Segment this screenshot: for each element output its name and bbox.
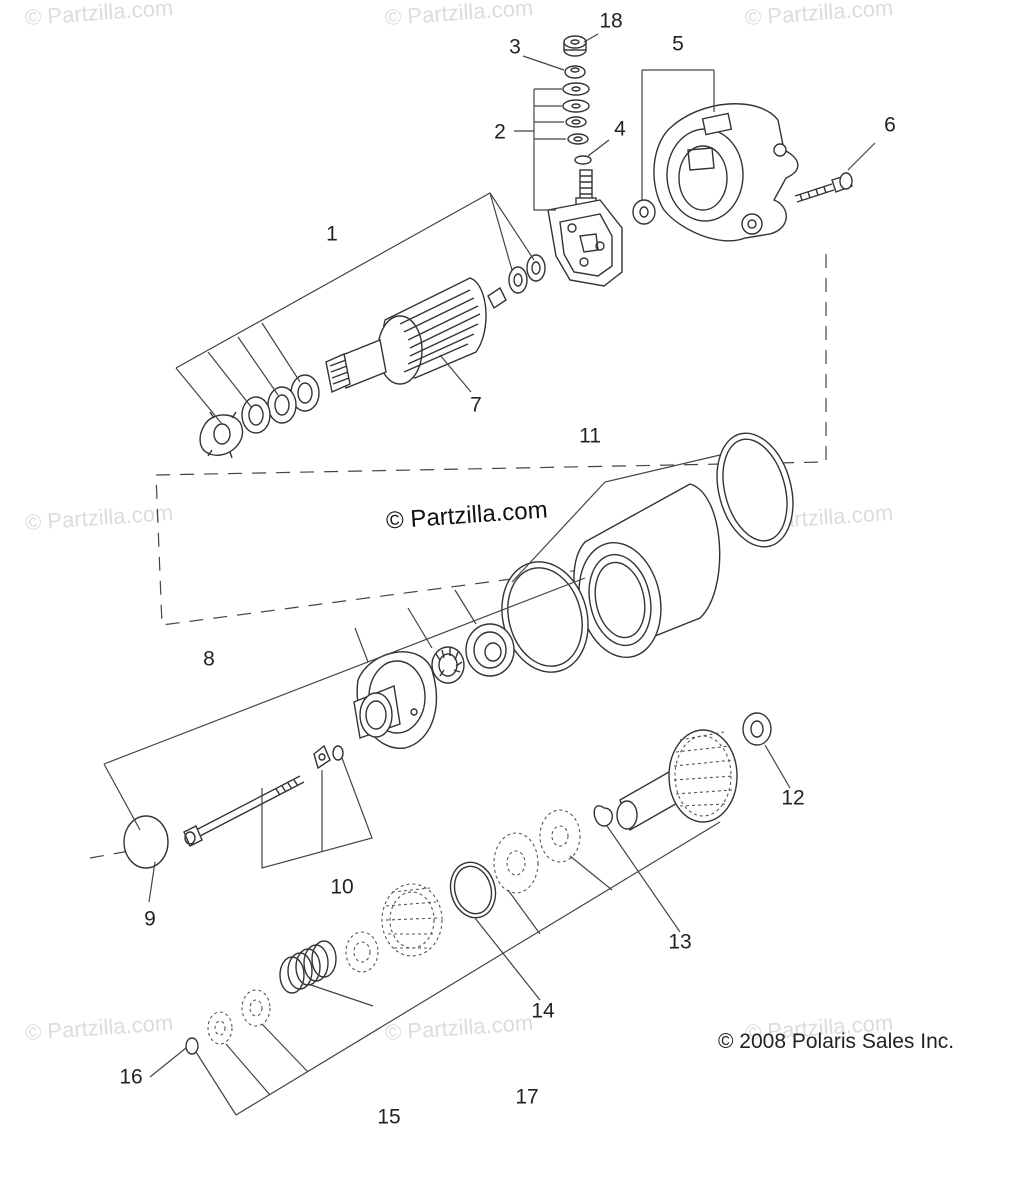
callout-8: 8: [203, 647, 215, 671]
callout-17: 17: [515, 1085, 539, 1109]
bearing: [465, 623, 515, 677]
callout-11: 11: [579, 424, 601, 448]
callout-16: 16: [119, 1065, 143, 1089]
washer-pair-upper: [508, 254, 546, 294]
washer-stack-lower: [241, 374, 320, 434]
callout-10: 10: [330, 875, 354, 899]
armature-7: [325, 277, 507, 393]
callout-15: 15: [377, 1105, 401, 1129]
callout-13: 13: [668, 930, 692, 954]
needle-bearing: [431, 646, 465, 684]
washer-12: [742, 712, 772, 746]
end-housing-5: [653, 103, 799, 242]
pinion-gear-shaft: [616, 729, 738, 832]
callout-6: 6: [884, 113, 896, 137]
snap-ring-14: [449, 861, 497, 919]
front-bracket-8: [353, 651, 438, 749]
callout-7: 7: [470, 393, 482, 417]
callout-2: 2: [494, 120, 506, 144]
washer-3: [564, 65, 586, 79]
callout-14: 14: [531, 999, 555, 1023]
spring-15: [279, 940, 337, 994]
callout-9: 9: [144, 907, 156, 931]
spring-seat-washers: [207, 989, 271, 1045]
cap-9: [123, 815, 169, 869]
through-bolt: [183, 775, 305, 847]
snap-ring-13: [593, 805, 613, 827]
clutch-gear: [345, 883, 443, 973]
nut-18: [563, 35, 587, 57]
snap-ring-16: [185, 1037, 199, 1055]
callout-5: 5: [672, 32, 684, 56]
yoke-11: [501, 432, 794, 673]
callout-12: 12: [781, 786, 805, 810]
callout-4: 4: [614, 117, 626, 141]
brush-holder-plate: [547, 199, 623, 287]
bolt-6: [794, 172, 853, 203]
o-ring-4: [574, 155, 592, 165]
callout-18: 18: [599, 9, 623, 33]
washer-10: [313, 744, 344, 770]
copyright-notice: © 2008 Polaris Sales Inc.: [718, 1030, 955, 1053]
axis-dashed-stub: [89, 849, 136, 859]
assembly-dashed-line: [155, 254, 827, 626]
callout-3: 3: [509, 35, 521, 59]
washer-stack-2: [562, 82, 590, 145]
callout-1: 1: [326, 222, 338, 246]
clutch-washers: [493, 809, 581, 894]
lock-plate: [199, 411, 244, 459]
bushing: [632, 199, 656, 225]
